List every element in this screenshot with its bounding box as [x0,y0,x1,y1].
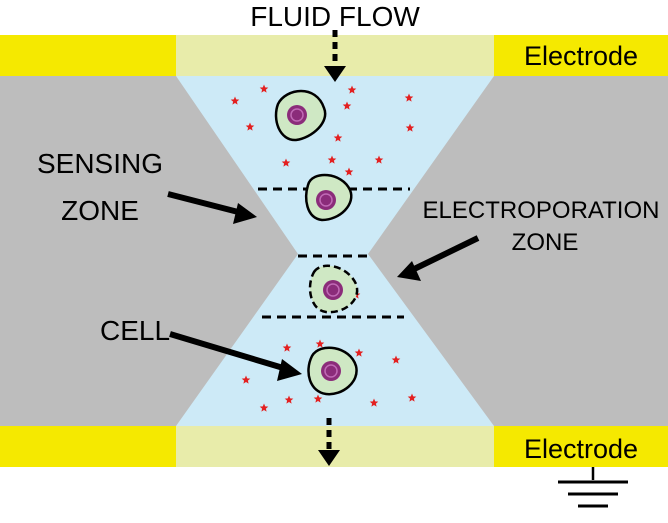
electrode-bottom-window [176,426,494,467]
molecule-icon [241,375,251,384]
sensing-pointer-arrow [167,191,247,217]
sensing-zone-label-line1: SENSING [37,148,163,179]
molecule-icon [327,155,337,164]
electrode-bottom-label: Electrode [524,434,638,464]
molecule-icon [344,167,354,176]
cell-pointer-arrow [169,331,291,373]
cell-icon [307,346,358,396]
cell-arrowhead-icon [277,359,302,381]
molecule-icon [374,155,384,164]
molecule-icon [245,122,255,131]
cell-icon [308,264,359,314]
flow-arrow-out-icon [318,418,340,466]
molecule-icon [259,403,269,412]
electrode-top-label: Electrode [524,41,638,71]
sensing-zone-label-line2: ZONE [61,195,139,226]
molecule-icon [404,93,414,102]
molecules [230,84,417,412]
cell-icon [274,89,327,142]
electrode-bottom-left [0,426,176,467]
fluid-flow-label: FLUID FLOW [250,1,420,32]
molecule-icon [259,84,269,93]
molecule-icon [342,101,352,110]
molecule-icon [391,355,401,364]
molecule-icon [281,158,291,167]
molecule-icon [282,343,292,352]
flow-arrow-icon [324,30,346,82]
electroporation-pointer-arrow [406,235,480,275]
molecule-icon [230,96,240,105]
electrode-bottom-right [494,426,668,467]
molecule-icon [354,348,364,357]
microfluidic-channel [176,76,494,426]
molecule-icon [313,394,323,403]
molecule-icon [284,395,294,404]
molecule-icon [407,393,417,402]
electroporation-zone-label-line1: ELECTROPORATION [423,197,660,224]
electrode-top-left [0,35,176,76]
sensing-arrowhead-icon [233,203,257,224]
electroporation-arrowhead-icon [397,261,421,281]
cell-label: CELL [100,315,170,346]
electrode-top-right [494,35,668,76]
molecule-icon [405,123,415,132]
molecule-icon [333,133,343,142]
molecule-icon [369,398,379,407]
molecule-icon [347,85,357,94]
ground-icon [558,467,628,508]
electroporation-zone-label-line2: ZONE [512,229,579,256]
molecule-icon [315,339,325,348]
cell-icon [305,173,353,222]
